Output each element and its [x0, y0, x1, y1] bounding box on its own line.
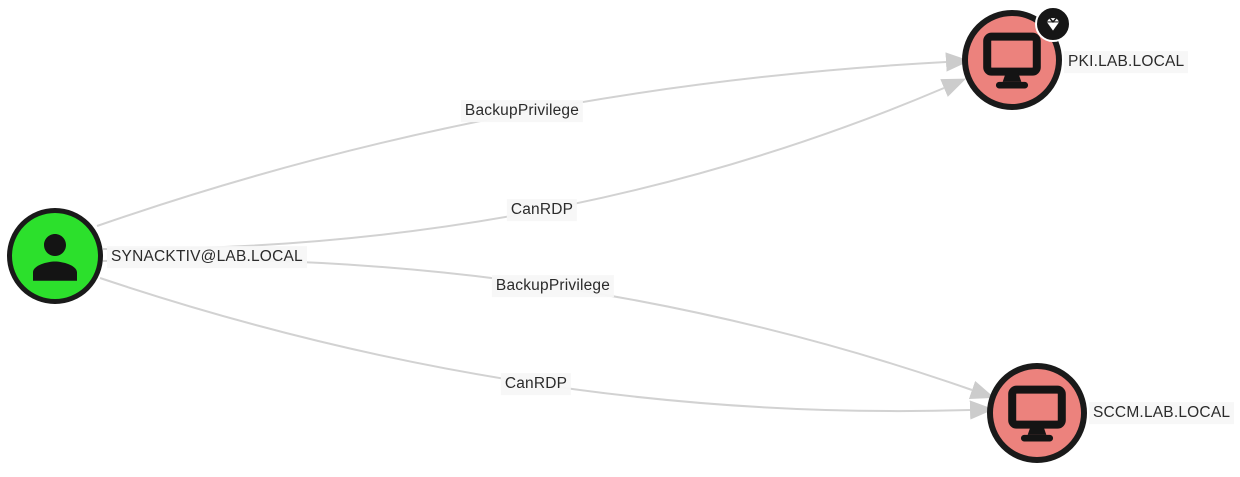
- computer-icon: [983, 32, 1041, 89]
- computer-icon: [1008, 385, 1066, 442]
- node-user-synacktiv[interactable]: [7, 208, 103, 304]
- node-label-synacktiv[interactable]: SYNACKTIV@LAB.LOCAL: [107, 246, 307, 268]
- edge-label-backupprivilege-sccm[interactable]: BackupPrivilege: [491, 275, 615, 297]
- edge-label-backupprivilege-pki[interactable]: BackupPrivilege: [460, 100, 584, 122]
- user-icon: [33, 234, 77, 281]
- diamond-icon: [1046, 17, 1060, 31]
- node-label-pki[interactable]: PKI.LAB.LOCAL: [1064, 51, 1189, 73]
- node-label-sccm[interactable]: SCCM.LAB.LOCAL: [1089, 402, 1235, 424]
- node-computer-sccm[interactable]: [987, 363, 1087, 463]
- edge-label-canrdp-pki[interactable]: CanRDP: [506, 199, 578, 221]
- high-value-badge: [1035, 6, 1071, 42]
- edge-label-canrdp-sccm[interactable]: CanRDP: [500, 373, 572, 395]
